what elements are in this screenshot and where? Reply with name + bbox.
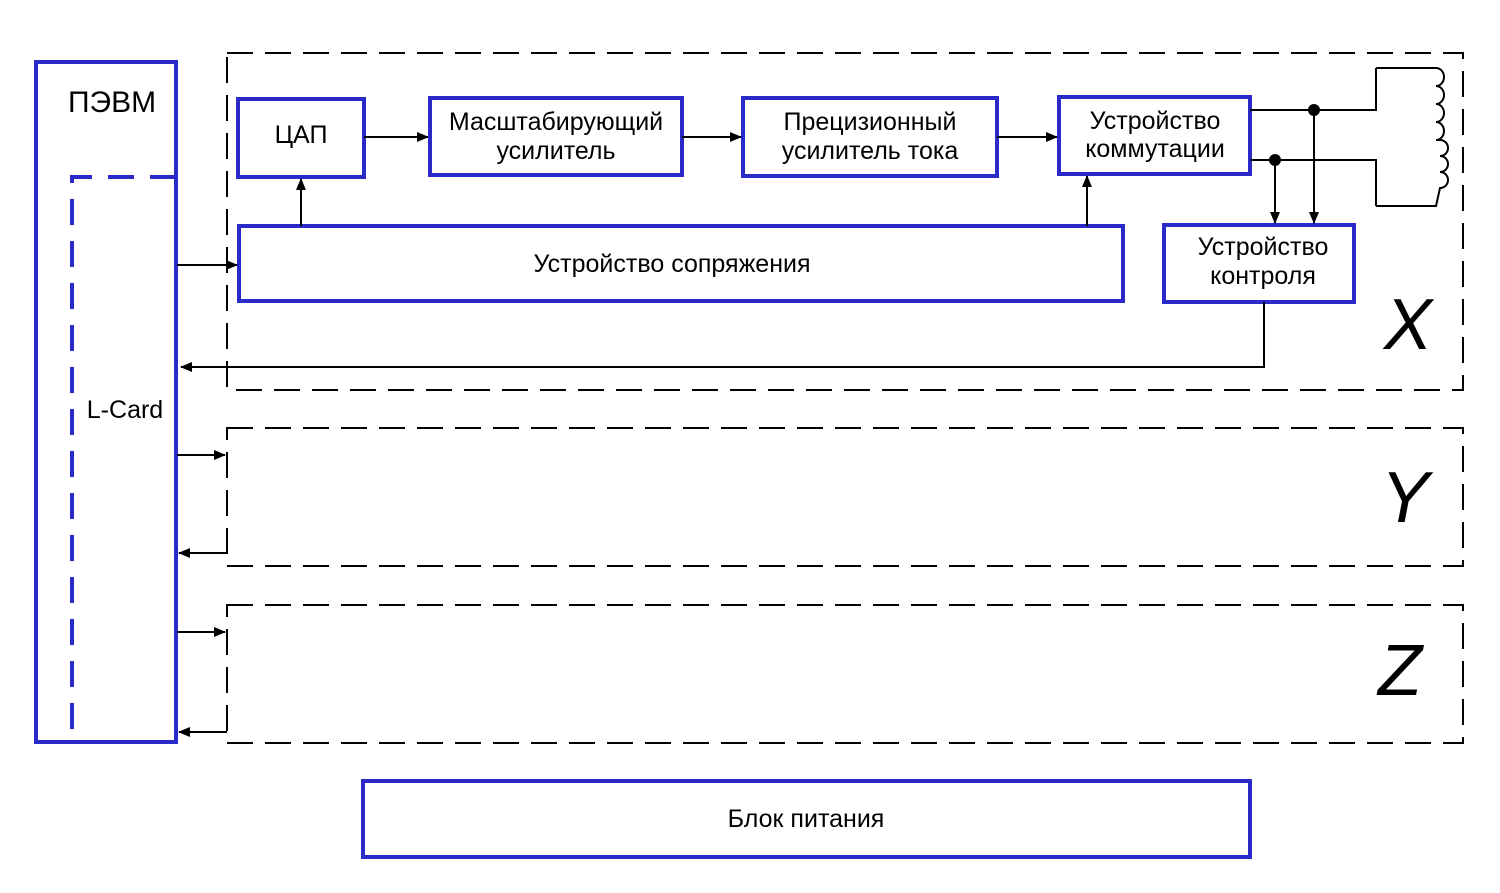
scaling-amp-label-2: усилитель (496, 137, 615, 165)
control-label-2: контроля (1210, 262, 1316, 290)
arrow-control-to-pc (180, 302, 1265, 372)
channel-x-label: X (1382, 285, 1435, 365)
lcard-boundary (70, 175, 176, 740)
power-block (361, 779, 1252, 859)
power-label: Блок питания (728, 805, 885, 833)
switching-block (1057, 95, 1252, 176)
switching-output-line-1 (1250, 68, 1377, 111)
switching-label-1: Устройство (1090, 107, 1221, 135)
control-block (1162, 223, 1356, 304)
control-label-1: Устройство (1198, 233, 1329, 261)
channel-z-group (226, 604, 1464, 744)
pc-title: ПЭВМ (68, 86, 156, 119)
lcard-label: L-Card (87, 396, 163, 424)
interface-block (237, 224, 1125, 303)
channel-y-label: Y (1381, 458, 1434, 538)
precision-amp-label-2: усилитель тока (782, 137, 959, 165)
dac-label: ЦАП (275, 121, 328, 149)
channel-x-group (226, 52, 1464, 391)
switching-label-2: коммутации (1085, 135, 1225, 163)
switching-output-line-2 (1250, 159, 1377, 206)
scaling-amp-label-1: Масштабирующий (449, 108, 663, 136)
coil-icon (1376, 67, 1449, 207)
channel-z-label: Z (1376, 631, 1424, 711)
precision-amp-label-1: Прецизионный (784, 108, 957, 136)
channel-y-group (226, 427, 1464, 567)
interface-label: Устройство сопряжения (533, 250, 810, 278)
dac-block (236, 97, 366, 179)
